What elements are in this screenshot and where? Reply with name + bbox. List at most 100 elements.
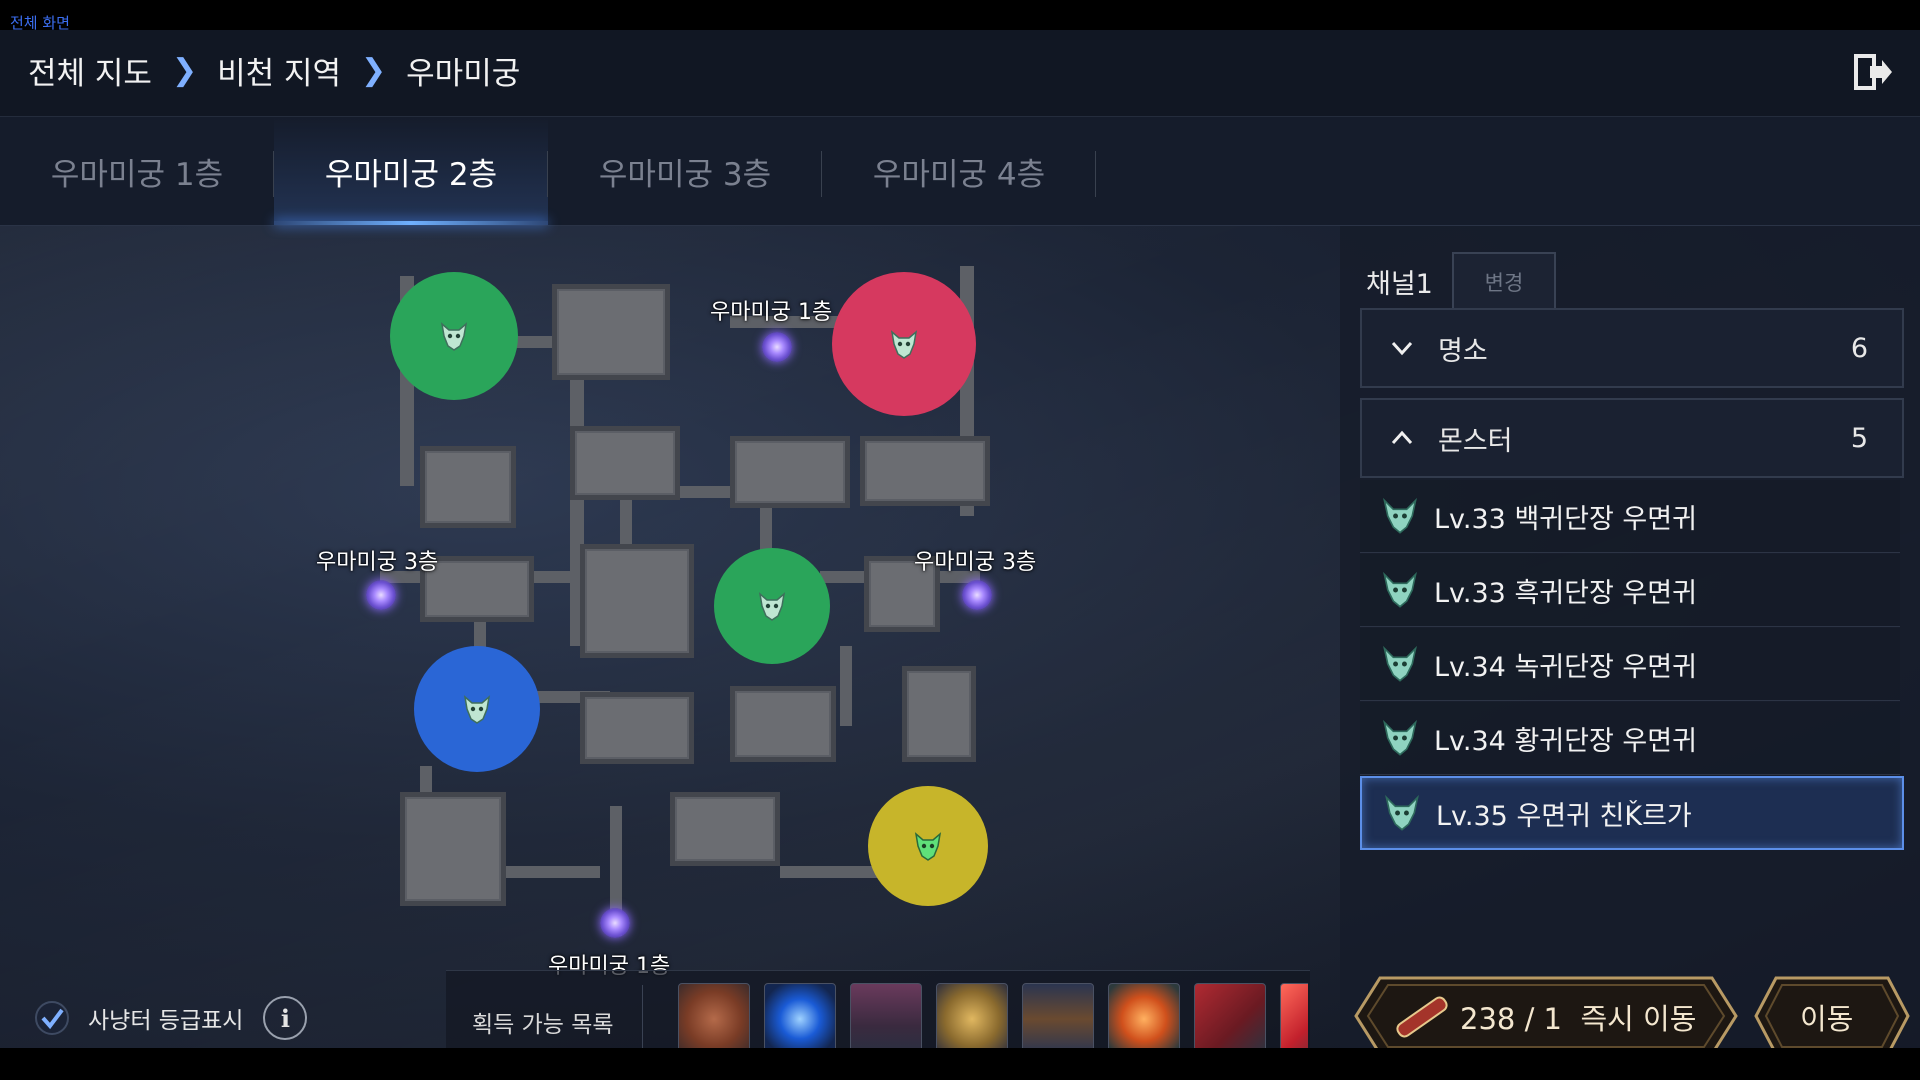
instant-teleport-button[interactable] xyxy=(1354,976,1738,1048)
section-monsters[interactable]: 몬스터 5 xyxy=(1360,398,1904,478)
loot-items xyxy=(678,983,1308,1048)
move-button-label: 이동 xyxy=(1800,1002,1854,1036)
monster-name: Lv.35 우면귀 친Ǩ르가 xyxy=(1436,800,1692,832)
portal-icon[interactable] xyxy=(366,580,396,610)
portal-icon[interactable] xyxy=(962,580,992,610)
map-corridor xyxy=(500,866,600,878)
breadcrumb-region[interactable]: 비천 지역 xyxy=(217,56,342,92)
monster-zone-red[interactable] xyxy=(832,272,976,416)
tab-floor-3[interactable]: 우마미궁 3층 xyxy=(548,117,822,225)
grade-display-toggle[interactable]: 사냥터 등급표시 i xyxy=(34,996,308,1040)
monster-list-item[interactable]: Lv.34 녹귀단장 우면귀 xyxy=(1360,628,1900,701)
map-corridor xyxy=(730,316,840,328)
portal-icon[interactable] xyxy=(600,908,630,938)
demon-mask-icon xyxy=(1383,719,1417,756)
tab-floor-2[interactable]: 우마미궁 2층 xyxy=(274,117,548,225)
teleport-button-label: 238 / 1 즉시 이동 xyxy=(1460,1002,1697,1036)
monster-zone-blue[interactable] xyxy=(414,646,540,772)
tab-label: 우마미궁 2층 xyxy=(324,156,498,193)
monster-list-item-selected[interactable]: Lv.35 우면귀 친Ǩ르가 xyxy=(1360,776,1904,850)
grade-display-label: 사냥터 등급표시 xyxy=(88,1008,244,1034)
breadcrumb-dungeon: 우마미궁 xyxy=(406,56,521,92)
breadcrumb: 전체 지도 ❯ 비천 지역 ❯ 우마미궁 xyxy=(28,48,520,93)
map-room xyxy=(400,792,506,906)
demon-mask-icon xyxy=(890,330,918,359)
monster-zone-green-1[interactable] xyxy=(390,272,518,400)
tab-floor-4[interactable]: 우마미궁 4층 xyxy=(822,117,1096,225)
tab-label: 우마미궁 4층 xyxy=(872,156,1046,193)
blue-orb-item-icon[interactable] xyxy=(764,983,836,1048)
fire-orb-item-icon[interactable] xyxy=(1108,983,1180,1048)
monster-list-item[interactable]: Lv.33 백귀단장 우면귀 xyxy=(1360,480,1900,553)
book-item-icon[interactable] xyxy=(1194,983,1266,1048)
section-label: 명소 xyxy=(1438,335,1488,367)
loot-list: 획득 가능 목록 xyxy=(446,970,1310,1048)
portal-label-right: 우마미궁 3층 xyxy=(914,550,1037,575)
chevron-up-icon xyxy=(1391,430,1413,445)
map-room xyxy=(420,556,534,622)
demon-mask-icon xyxy=(1385,794,1419,831)
channel-label: 채널1 xyxy=(1366,269,1433,300)
section-count: 6 xyxy=(1850,332,1868,364)
tab-floor-1[interactable]: 우마미궁 1층 xyxy=(0,117,274,225)
map-room xyxy=(580,544,694,658)
info-icon[interactable]: i xyxy=(263,996,308,1040)
map-room xyxy=(570,426,680,500)
portal-icon[interactable] xyxy=(762,332,792,362)
demon-mask-icon xyxy=(1383,497,1417,534)
map-corridor xyxy=(840,646,852,726)
map-room xyxy=(730,436,850,508)
chevron-down-icon xyxy=(1391,341,1413,356)
active-tab-indicator xyxy=(274,221,548,225)
demon-mask-icon xyxy=(1383,571,1417,608)
coin-item-icon[interactable] xyxy=(678,983,750,1048)
chevron-right-icon: ❯ xyxy=(361,53,387,88)
fullscreen-label[interactable]: 전체 화면 xyxy=(10,14,70,32)
chest-item-icon[interactable] xyxy=(1022,983,1094,1048)
section-label: 몬스터 xyxy=(1438,425,1513,457)
dragon-emblem-item-icon[interactable] xyxy=(936,983,1008,1048)
armor-item-icon[interactable] xyxy=(850,983,922,1048)
channel-change-button[interactable]: 변경 xyxy=(1452,252,1556,312)
portal-label-top: 우마미궁 1층 xyxy=(710,300,833,325)
checkmark-icon[interactable] xyxy=(34,1000,70,1036)
bottom-letterbox xyxy=(0,1048,1920,1080)
move-button[interactable] xyxy=(1754,976,1910,1048)
breadcrumb-world-map[interactable]: 전체 지도 xyxy=(28,56,152,92)
section-count: 5 xyxy=(1850,422,1868,454)
portal-label-left: 우마미궁 3층 xyxy=(316,550,439,575)
dungeon-map[interactable]: 우마미궁 1층 우마미궁 3층 우마미궁 3층 우마미궁 1층 xyxy=(0,226,1340,979)
map-corridor xyxy=(610,806,622,936)
map-room xyxy=(420,446,516,528)
monster-list-item[interactable]: Lv.34 황귀단장 우면귀 xyxy=(1360,702,1900,775)
monster-zone-yellow[interactable] xyxy=(868,786,988,906)
teleport-scroll-icon xyxy=(1396,996,1448,1038)
map-room xyxy=(670,792,780,866)
tab-label: 우마미궁 3층 xyxy=(598,156,772,193)
demon-mask-icon xyxy=(440,322,468,351)
demon-mask-icon xyxy=(758,592,786,621)
monster-zone-green-2[interactable] xyxy=(714,548,830,664)
demon-mask-icon xyxy=(463,695,491,724)
monster-name: Lv.33 백귀단장 우면귀 xyxy=(1434,503,1697,535)
monster-name: Lv.34 녹귀단장 우면귀 xyxy=(1434,651,1697,683)
exit-icon[interactable] xyxy=(1850,50,1894,94)
map-window: 전체 지도 ❯ 비천 지역 ❯ 우마미궁 우마미궁 1층 우마미궁 2층 우마미… xyxy=(0,30,1920,1048)
map-room xyxy=(860,436,990,506)
floor-tabs: 우마미궁 1층 우마미궁 2층 우마미궁 3층 우마미궁 4층 xyxy=(0,117,1920,226)
section-landmarks[interactable]: 명소 6 xyxy=(1360,308,1904,388)
map-room xyxy=(730,686,836,762)
loot-label: 획득 가능 목록 xyxy=(472,1012,614,1038)
header: 전체 지도 ❯ 비천 지역 ❯ 우마미궁 xyxy=(0,30,1920,117)
monster-list-item[interactable]: Lv.33 흑귀단장 우면귀 xyxy=(1360,554,1900,627)
red-gem-item-icon[interactable] xyxy=(1280,983,1308,1048)
chevron-right-icon: ❯ xyxy=(171,53,198,88)
map-corridor xyxy=(780,866,890,878)
map-room xyxy=(552,284,670,380)
divider xyxy=(642,985,643,1048)
demon-mask-icon xyxy=(914,832,942,861)
monster-name: Lv.33 흑귀단장 우면귀 xyxy=(1434,577,1697,609)
map-room xyxy=(580,692,694,764)
map-room xyxy=(902,666,976,762)
tab-label: 우마미궁 1층 xyxy=(50,156,224,193)
